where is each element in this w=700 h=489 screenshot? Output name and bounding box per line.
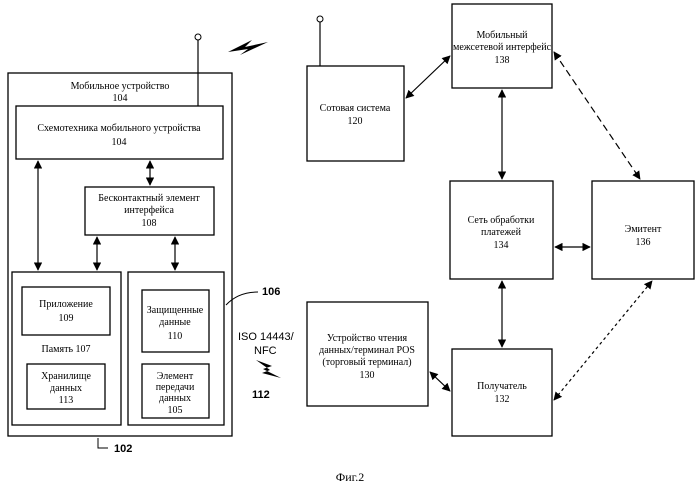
arrow-cellular-gateway bbox=[406, 56, 450, 98]
nfc-line2: NFC bbox=[254, 345, 277, 357]
pos-line2: данных/терминал POS bbox=[319, 345, 415, 356]
issuer-number: 136 bbox=[636, 237, 651, 248]
cellular-antenna-tip bbox=[317, 16, 323, 22]
contactless-number: 108 bbox=[142, 218, 157, 229]
arrow-acquirer-issuer bbox=[554, 281, 652, 400]
cellular-title: Сотовая система bbox=[320, 103, 391, 114]
memory-label: Память 107 bbox=[41, 344, 90, 355]
gateway-line1: Мобильный bbox=[476, 30, 528, 41]
gateway-number: 138 bbox=[495, 55, 510, 66]
pos-number: 130 bbox=[360, 370, 375, 381]
ref-102: 102 bbox=[114, 443, 132, 455]
ref-102-leader bbox=[98, 438, 108, 448]
transfer-line2: передачи bbox=[156, 382, 195, 393]
contactless-line1: Бесконтактный элемент bbox=[98, 193, 200, 204]
nfc-line1: ISO 14443/ bbox=[238, 331, 295, 343]
pos-line1: Устройство чтения bbox=[327, 333, 408, 344]
payment-line1: Сеть обработки bbox=[468, 215, 535, 226]
issuer-title: Эмитент bbox=[625, 224, 662, 235]
pos-line3: (торговый терминал) bbox=[322, 357, 411, 368]
arrow-gateway-issuer bbox=[554, 52, 640, 179]
secure-data-line1: Защищенные bbox=[147, 305, 204, 316]
secure-data-line2: данные bbox=[159, 317, 191, 328]
contactless-line2: интерфейса bbox=[124, 205, 174, 216]
ref-106: 106 bbox=[262, 286, 280, 298]
cellular-lightning-icon bbox=[228, 40, 268, 55]
circuitry-number: 104 bbox=[112, 137, 127, 148]
cellular-number: 120 bbox=[348, 116, 363, 127]
transfer-number: 105 bbox=[168, 405, 183, 416]
mobile-device-title: Мобильное устройство bbox=[71, 81, 170, 92]
data-storage-line1: Хранилище bbox=[41, 371, 91, 382]
arrow-pos-acquirer bbox=[430, 372, 450, 391]
payment-line2: платежей bbox=[481, 227, 522, 238]
nfc-lightning-icon bbox=[256, 360, 281, 378]
transfer-line3: данных bbox=[159, 393, 191, 404]
circuitry-title: Схемотехника мобильного устройства bbox=[37, 123, 201, 134]
data-storage-number: 113 bbox=[59, 395, 74, 406]
device-antenna-tip bbox=[195, 34, 201, 40]
gateway-line2: межсетевой интерфейс bbox=[453, 42, 552, 53]
application-box bbox=[22, 287, 110, 335]
transfer-line1: Элемент bbox=[157, 371, 194, 382]
mobile-device-number: 104 bbox=[113, 93, 128, 104]
application-number: 109 bbox=[59, 313, 74, 324]
secure-data-number: 110 bbox=[168, 331, 183, 342]
payment-number: 134 bbox=[494, 240, 509, 251]
data-storage-line2: данных bbox=[50, 383, 82, 394]
acquirer-box bbox=[452, 349, 552, 436]
acquirer-number: 132 bbox=[495, 394, 510, 405]
ref-112: 112 bbox=[252, 389, 270, 401]
figure-caption: Фиг.2 bbox=[336, 470, 364, 484]
application-title: Приложение bbox=[39, 299, 93, 310]
acquirer-title: Получатель bbox=[477, 381, 527, 392]
